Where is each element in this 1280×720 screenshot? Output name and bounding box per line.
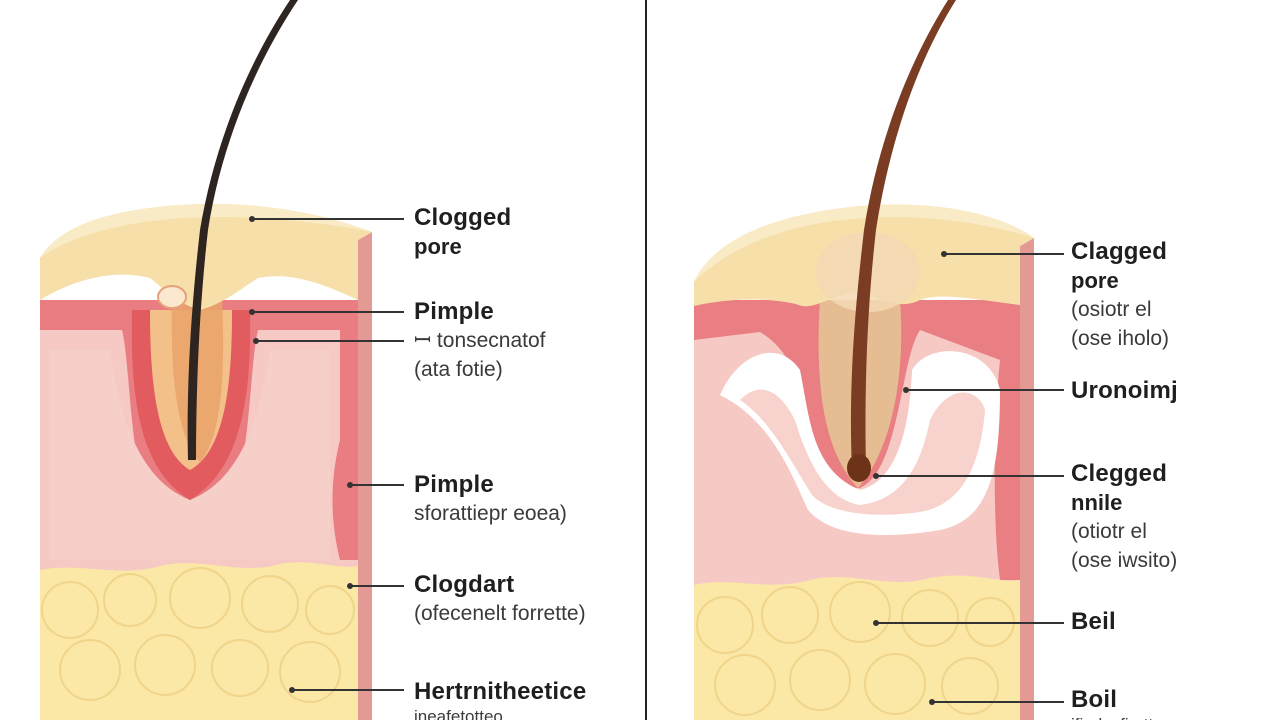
right-pus-inner <box>740 389 985 515</box>
label-line: sforattiepr eoea) <box>414 502 567 525</box>
right-label-clegged-nnile: Clegged nnile (otiotr el (ose iwsito) <box>1071 459 1177 575</box>
label-line: ꟷ tonsecnatof <box>414 329 546 352</box>
label-line: (ofecenelt forrette) <box>414 602 586 625</box>
label-line: (ose iwsito) <box>1071 549 1178 572</box>
right-label-clagged-pore: Clagged pore (osiotr el (ose iholo) <box>1071 237 1169 353</box>
label-line: ifiadsofiertta <box>1071 714 1163 720</box>
left-label-pimple-1: Pimple ꟷ tonsecnatof (ata fotie) <box>414 297 546 384</box>
left-follicle-core <box>171 300 224 462</box>
right-block-side-face <box>1020 238 1034 720</box>
right-skin-block <box>694 0 1034 720</box>
left-pimple-bump <box>157 285 187 309</box>
label-line: (ata fotie) <box>414 358 503 381</box>
label-line: nnile <box>1071 490 1123 515</box>
label-title: Boil <box>1071 686 1118 713</box>
label-title: Pimple <box>414 298 494 325</box>
left-skin-block <box>40 0 372 720</box>
label-line: (ose iholo) <box>1071 327 1170 350</box>
label-line: pore <box>414 234 462 259</box>
right-top-surface <box>694 204 1034 282</box>
label-title: Clogged <box>414 204 512 231</box>
label-title: Hertrnitheetice <box>414 678 587 705</box>
left-top-surface <box>40 203 372 258</box>
left-label-hertrnitheetice: Hertrnitheetice ineafetotteo <box>414 677 586 720</box>
left-follicle-outer <box>131 310 251 500</box>
right-label-uronoimj: Uronoimj <box>1071 376 1178 405</box>
label-line: pore <box>1071 268 1119 293</box>
label-title: Clogdart <box>414 571 515 598</box>
label-title: Clegged <box>1071 460 1168 487</box>
left-epidermis <box>40 203 372 310</box>
left-label-clogged-pore: Clogged pore <box>414 203 511 261</box>
left-label-pimple-2: Pimple sforattiepr eoea) <box>414 470 567 528</box>
label-title: Beil <box>1071 608 1116 635</box>
left-fat-cells <box>41 567 355 703</box>
right-hair-shaft <box>850 0 956 470</box>
label-line: (otiotr el <box>1071 520 1147 543</box>
label-line: (osiotr el <box>1071 298 1152 321</box>
left-pink-zone <box>50 350 330 560</box>
left-fat-layer <box>40 562 358 720</box>
right-leader-lines <box>876 253 1064 703</box>
label-line: ineafetotteo <box>414 707 503 720</box>
left-hair-shaft <box>187 0 298 460</box>
right-leader-dots <box>873 251 947 705</box>
left-leader-dots <box>249 216 353 693</box>
right-hair-bulb <box>847 454 871 482</box>
left-block-side-face <box>358 232 372 720</box>
left-leader-lines <box>252 218 404 691</box>
right-label-beil: Beil <box>1071 607 1116 636</box>
right-fat-cells <box>696 581 1015 716</box>
label-title: Uronoimj <box>1071 377 1178 404</box>
left-label-clogdart: Clogdart (ofecenelt forrette) <box>414 570 586 628</box>
label-title: Clagged <box>1071 238 1168 265</box>
label-title: Pimple <box>414 471 494 498</box>
right-label-boil: Boil ifiadsofiertta <box>1071 685 1163 720</box>
